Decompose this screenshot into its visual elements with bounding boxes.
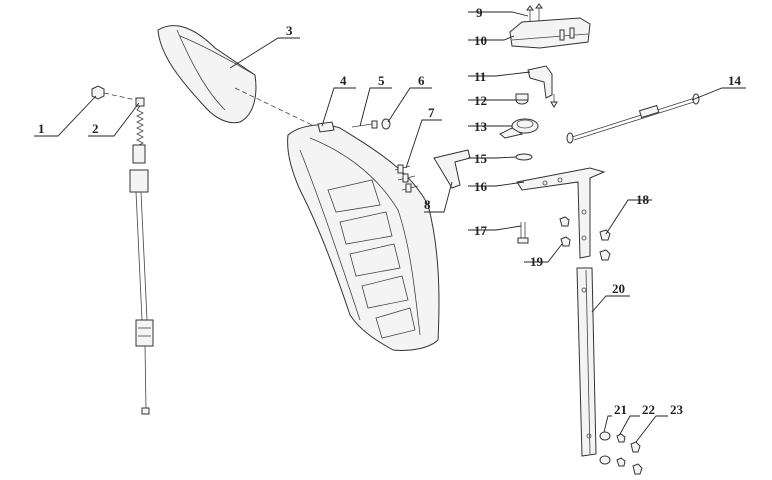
callout-11: 11	[474, 69, 486, 84]
callout-8: 8	[424, 197, 431, 212]
callout-6: 6	[418, 73, 425, 88]
callout-12: 12	[474, 93, 487, 108]
callout-10: 10	[474, 33, 487, 48]
callout-5: 5	[378, 73, 385, 88]
callout-16: 16	[474, 179, 488, 194]
part-18-bolts	[600, 230, 610, 260]
part-11-clip	[528, 66, 557, 107]
part-1-nut	[92, 86, 136, 100]
callout-22: 22	[642, 402, 655, 417]
part-9-screws	[527, 4, 542, 22]
part-3-cover	[158, 26, 312, 125]
part-22-nuts	[617, 434, 625, 466]
part-2-cable	[130, 98, 153, 414]
callout-2: 2	[92, 121, 99, 136]
callout-14: 14	[728, 73, 742, 88]
callout-19: 19	[530, 254, 544, 269]
part-5-screw	[352, 121, 377, 128]
callout-20: 20	[612, 281, 625, 296]
part-14-rod	[567, 94, 699, 143]
part-10-housing	[510, 18, 590, 48]
part-19-nuts	[560, 217, 570, 246]
part-12-collar	[516, 94, 528, 104]
callout-13: 13	[474, 119, 488, 134]
part-23-bolts	[631, 442, 642, 474]
callout-1: 1	[38, 121, 45, 136]
part-17-bolt	[518, 222, 528, 243]
callout-17: 17	[474, 223, 488, 238]
part-16-plate	[517, 168, 604, 258]
callout-9: 9	[476, 5, 483, 20]
callout-4: 4	[340, 73, 347, 88]
callout-23: 23	[670, 402, 684, 417]
callout-18: 18	[636, 192, 650, 207]
callout-15: 15	[474, 151, 488, 166]
callout-21: 21	[614, 402, 627, 417]
callout-3: 3	[286, 23, 293, 38]
part-20-strut	[577, 268, 596, 456]
part-21-washers	[600, 432, 610, 464]
callout-7: 7	[428, 105, 435, 120]
part-15-washer	[516, 154, 532, 160]
part-4-fairing	[288, 122, 439, 351]
part-13-bearing	[500, 119, 538, 138]
